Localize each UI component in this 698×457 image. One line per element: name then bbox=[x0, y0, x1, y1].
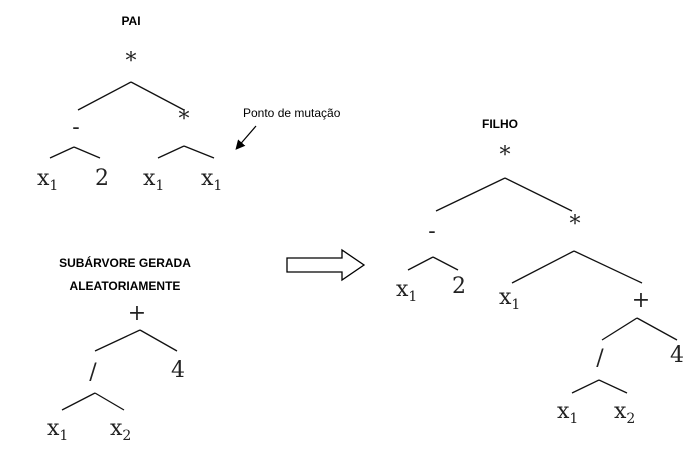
parent-title: PAI bbox=[121, 14, 140, 28]
parent-root-node: * bbox=[126, 49, 137, 74]
mutation-point-callout: Ponto de mutação bbox=[235, 106, 341, 150]
child-leaf-x1: x1 bbox=[499, 285, 520, 313]
child-minus-node: - bbox=[428, 219, 435, 244]
child-div-node: / bbox=[596, 346, 604, 371]
child-leaf-2: 2 bbox=[452, 274, 466, 299]
parent-edge bbox=[157, 145, 185, 159]
subtree-leaf-x2: x2 bbox=[110, 416, 131, 444]
subtree-edge bbox=[139, 329, 178, 352]
mutation-arrow-icon bbox=[235, 125, 257, 150]
subtree-title-line2: ALEATORIAMENTE bbox=[70, 279, 181, 293]
parent-leaf-x1: x1 bbox=[37, 166, 58, 194]
parent-edge bbox=[73, 146, 101, 159]
child-edge bbox=[598, 379, 628, 394]
parent-edge bbox=[77, 81, 132, 111]
parent-mult-node: * bbox=[179, 107, 190, 132]
child-plus-node: + bbox=[632, 288, 650, 313]
parent-leaf-x1: x1 bbox=[143, 166, 164, 194]
subtree-plus-node: + bbox=[128, 301, 146, 326]
child-edge bbox=[504, 177, 573, 212]
subtree-leaf-x1: x1 bbox=[47, 416, 68, 444]
child-edge bbox=[573, 250, 643, 284]
child-edge bbox=[407, 256, 434, 271]
mutation-point-label: Ponto de mutação bbox=[243, 106, 341, 120]
child-title: FILHO bbox=[482, 117, 518, 131]
child-edge bbox=[511, 250, 575, 284]
child-leaf-x1: x1 bbox=[396, 277, 417, 305]
child-edge bbox=[571, 379, 600, 394]
parent-edge bbox=[49, 146, 75, 159]
parent-leaf-2: 2 bbox=[95, 166, 109, 191]
child-edge bbox=[432, 256, 459, 271]
random-subtree: SUBÁRVORE GERADA ALEATORIAMENTE + / 4 x1… bbox=[47, 255, 191, 444]
child-edge bbox=[601, 317, 638, 341]
parent-minus-node: - bbox=[72, 115, 79, 140]
child-edge bbox=[435, 177, 506, 212]
subtree-title-line1: SUBÁRVORE GERADA bbox=[59, 255, 191, 270]
child-leaf-x2: x2 bbox=[614, 399, 635, 427]
parent-edge bbox=[183, 145, 215, 159]
child-edge bbox=[636, 317, 678, 341]
child-mult-node: * bbox=[570, 212, 581, 237]
subtree-leaf-4: 4 bbox=[171, 358, 185, 383]
parent-tree: PAI * - * x1 2 x1 x1 bbox=[37, 14, 222, 194]
child-leaf-4: 4 bbox=[670, 343, 684, 368]
parent-leaf-x1: x1 bbox=[201, 166, 222, 194]
subtree-edge bbox=[61, 392, 96, 411]
subtree-edge bbox=[94, 329, 141, 352]
subtree-edge bbox=[94, 392, 125, 411]
child-root-node: * bbox=[500, 143, 511, 168]
child-tree: FILHO * - * x1 2 x1 + / 4 x1 x2 bbox=[396, 117, 684, 427]
subtree-div-node: / bbox=[89, 360, 97, 385]
transform-arrow-icon bbox=[286, 248, 366, 282]
child-leaf-x1: x1 bbox=[557, 399, 578, 427]
parent-edge bbox=[130, 81, 185, 111]
